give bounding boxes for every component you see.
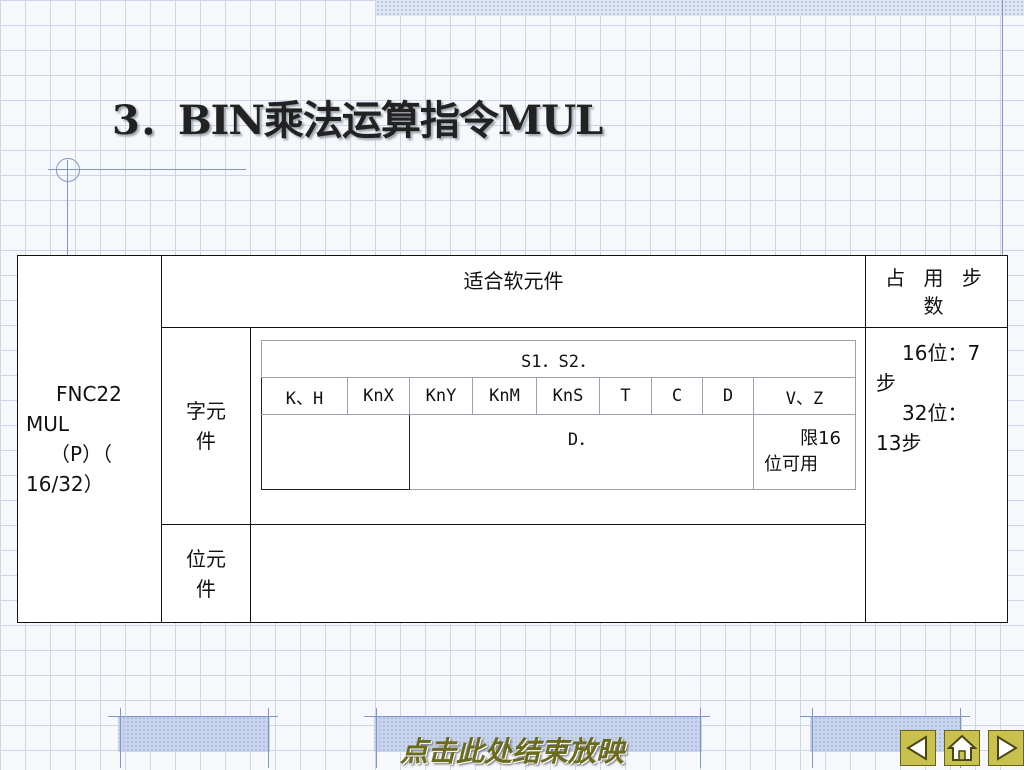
bottom-decor-box-center [374,716,702,752]
next-arrow-icon [997,735,1018,761]
word-device-label-line: 件 [196,429,216,453]
fnc-line: 16/32） [26,472,104,496]
bottom-decor-line [108,716,278,717]
previous-slide-button[interactable] [900,730,936,766]
instruction-code-cell: FNC22 MUL （P）（ 16/32） [17,255,162,623]
next-slide-button[interactable] [988,730,1024,766]
limit-note-line: 限16 [800,428,842,449]
device-cell: C [651,377,703,415]
home-icon [947,734,977,761]
decor-crosshair-circle [56,158,80,182]
decor-horizontal-line [48,169,246,170]
steps-cell: 16位：7 步 32位： 13步 [865,327,1008,623]
word-device-cell: S1．S2． K、H KnX KnY KnM KnS T C D V、Z D． [250,327,866,525]
bottom-decor-line [800,716,970,717]
fnc-line: MUL [26,412,70,436]
bottom-decor-line [364,716,710,717]
device-cell: T [599,377,652,415]
fnc-line: （P）（ [50,442,113,466]
device-cell: KnY [409,377,473,415]
bit-device-label-line: 位元 [186,546,226,571]
home-button[interactable] [944,730,980,766]
device-cell: D [702,377,754,415]
page-title: 3．BIN乘法运算指令MUL [112,97,603,144]
word-device-label-line: 字元 [186,399,226,423]
limit-note: 限16 位可用 [752,414,857,490]
operand-table: S1．S2． K、H KnX KnY KnM KnS T C D V、Z D． [260,340,857,490]
bottom-decor-line [812,708,813,768]
decor-vertical-line [67,160,68,340]
previous-arrow-icon [906,735,927,761]
instruction-table: FNC22 MUL （P）（ 16/32） 适合软元件 占 用 步 数 字元 件… [17,255,1008,623]
steps-header-line: 占 用 步 [885,265,988,290]
bit-device-cell [250,524,866,623]
bottom-decor-line [268,708,269,768]
device-cell: KnS [536,377,600,415]
word-device-label: 字元 件 [161,327,251,525]
empty-cell [261,414,410,490]
device-cell: KnM [472,377,537,415]
steps-line: 16位：7 [902,341,981,365]
operands-label: S1．S2． [260,340,857,378]
bottom-decor-line [120,708,121,768]
bit-device-label-line: 件 [196,576,216,601]
steps-header-line: 数 [923,293,950,318]
steps-line: 32位： [902,401,968,425]
decor-right-vertical-line [1002,0,1003,255]
steps-header: 占 用 步 数 [865,255,1008,328]
destination-label: D． [409,414,754,490]
device-cell: K、H [261,377,348,415]
end-show-link[interactable]: 点击此处结束放映 [400,735,625,768]
limit-note-line: 位可用 [764,454,818,475]
fnc-line: FNC22 [56,382,122,406]
bottom-decor-line [376,708,377,768]
applicable-devices-header: 适合软元件 [161,255,866,328]
device-cell: V、Z [752,377,857,415]
steps-line: 步 [876,371,896,395]
bit-device-label: 位元 件 [161,524,251,623]
steps-line: 13步 [876,431,922,455]
bottom-decor-line [700,708,701,768]
bottom-decor-box-left [118,716,270,752]
bottom-decor-box-right [810,716,962,752]
top-decor-strip [376,0,1024,16]
device-cell: KnX [347,377,410,415]
